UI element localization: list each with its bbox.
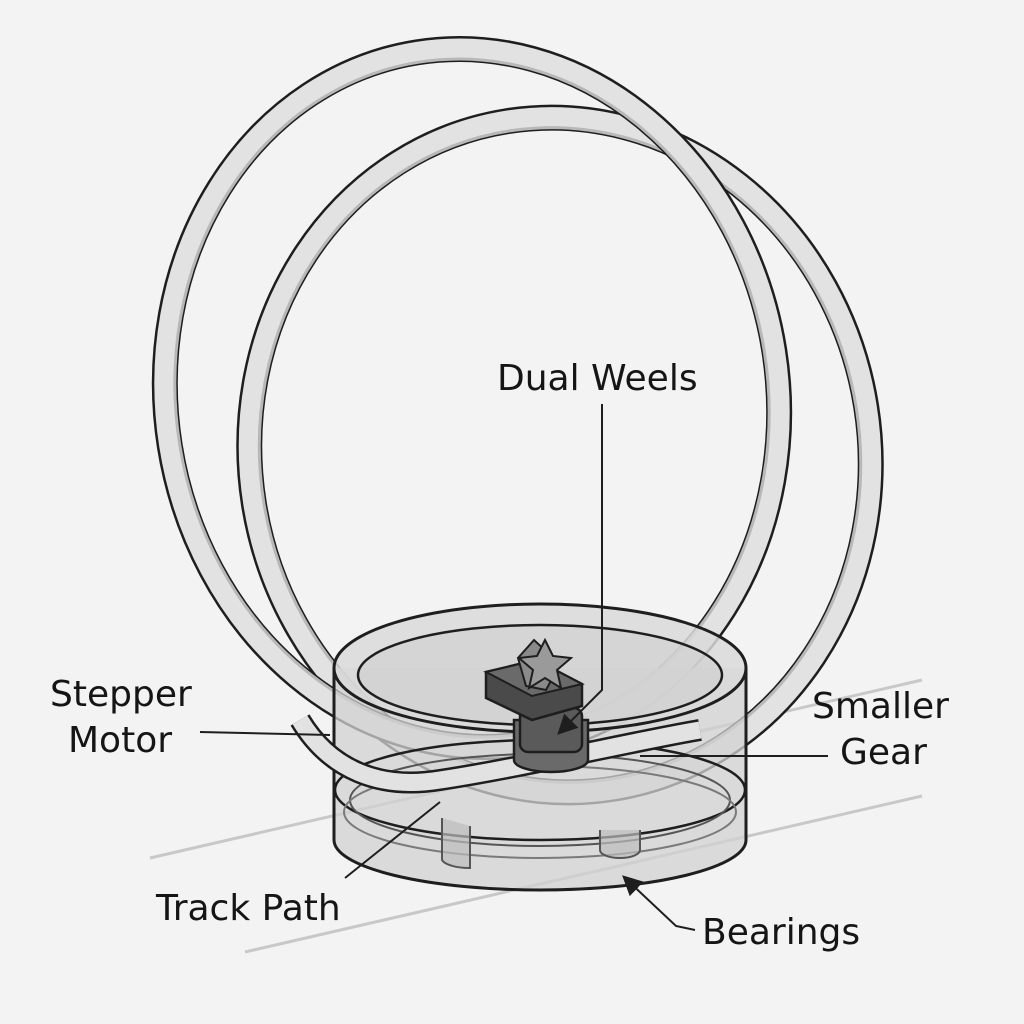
ring-lower-arc [290, 714, 702, 794]
leader-bearings [622, 875, 696, 931]
leader-lines [199, 404, 828, 931]
label-track-path: Track Path [156, 888, 341, 929]
label-stepper-motor: Stepper Motor [50, 674, 192, 761]
label-smaller-gear: Smaller Gear [812, 686, 949, 773]
label-bearings: Bearings [702, 912, 861, 953]
leader-stepper-motor [199, 731, 331, 736]
leader-dual-wheels [557, 404, 603, 735]
leader-track-path [344, 801, 441, 879]
label-dual-wheels: Dual Weels [497, 358, 698, 399]
